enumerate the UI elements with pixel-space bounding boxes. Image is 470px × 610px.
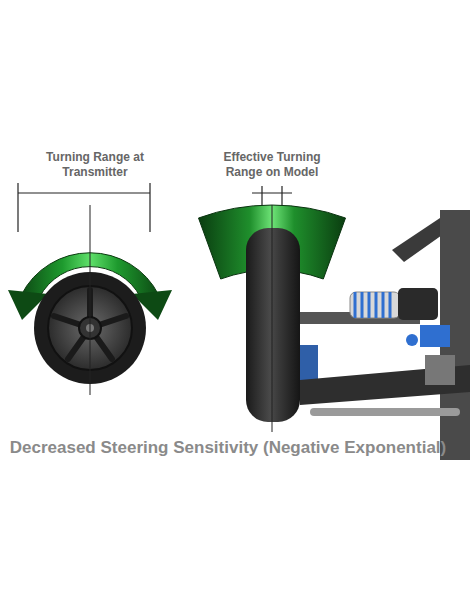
tire-front-view bbox=[246, 205, 300, 432]
range-bracket bbox=[18, 183, 150, 232]
wheel-side-view bbox=[34, 205, 146, 395]
range-label: Turning Range at Transmitter bbox=[25, 150, 165, 180]
range-label: Effective Turning Range on Model bbox=[207, 150, 337, 180]
caption: Decreased Steering Sensitivity (Negative… bbox=[10, 438, 446, 458]
suspension-assembly bbox=[300, 210, 470, 460]
